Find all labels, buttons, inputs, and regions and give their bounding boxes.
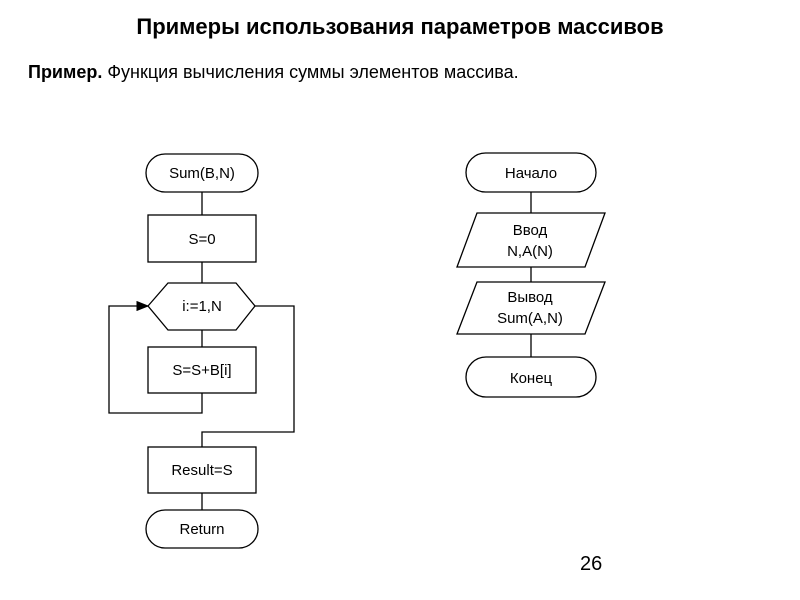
slide-title: Примеры использования параметров массиво…	[136, 14, 664, 39]
subtitle-label: Пример.	[28, 62, 103, 82]
loop-hexagon	[147, 282, 256, 331]
loop-exit-line	[201, 305, 295, 447]
slide-subtitle: Пример. Функция вычисления суммы элемент…	[28, 62, 519, 83]
output-parallelogram	[456, 281, 606, 335]
init-process-label: S=0	[188, 231, 215, 248]
input-label-line2: N,A(N)	[507, 243, 553, 260]
main-start-label: Начало	[505, 165, 557, 182]
body-process-label: S=S+B[i]	[172, 362, 231, 379]
right-flowchart: Начало Ввод N,A(N) Вывод Sum(A,N) Конец	[456, 152, 606, 398]
subtitle-text: Функция вычисления суммы элементов масси…	[102, 62, 519, 82]
result-process-box	[147, 446, 257, 494]
main-start-terminator	[465, 152, 597, 193]
page-number: 26	[580, 553, 603, 575]
loop-hexagon-label: i:=1,N	[182, 298, 222, 315]
left-flowchart: Sum(B,N) S=0 i:=1,N S=S+B[i] Result=S Re…	[108, 153, 295, 549]
main-end-terminator	[465, 356, 597, 398]
input-parallelogram	[456, 212, 606, 268]
end-terminator	[145, 509, 259, 549]
input-label-line1: Ввод	[513, 222, 548, 239]
init-process-box	[147, 214, 257, 263]
start-terminator	[145, 153, 259, 193]
loop-back-line	[108, 300, 203, 414]
body-process-box	[147, 346, 257, 394]
output-label-line1: Вывод	[507, 289, 553, 306]
start-terminator-label: Sum(B,N)	[169, 165, 235, 182]
end-terminator-label: Return	[179, 521, 224, 538]
main-end-label: Конец	[510, 370, 553, 387]
output-label-line2: Sum(A,N)	[497, 310, 563, 327]
result-process-label: Result=S	[171, 462, 232, 479]
